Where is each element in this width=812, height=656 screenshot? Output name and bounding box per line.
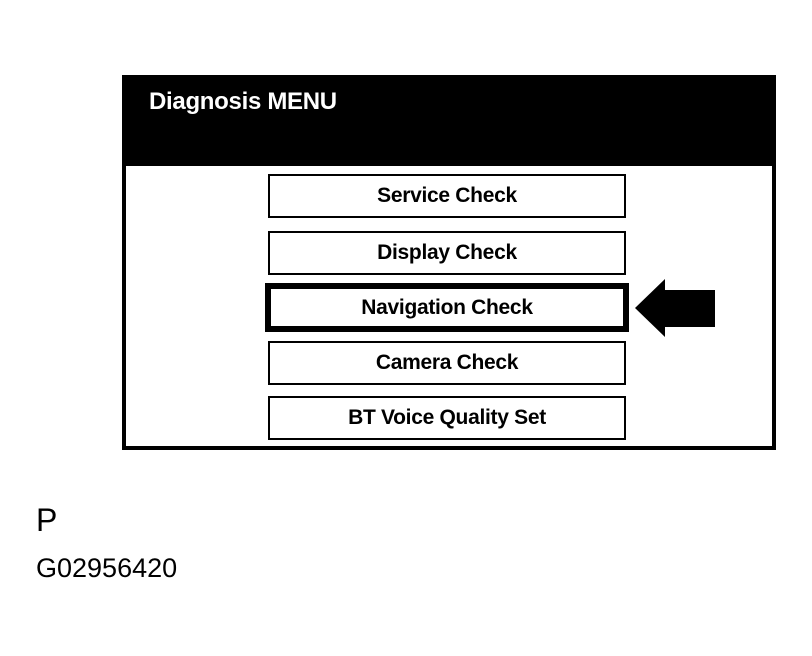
arrow-left-icon: [635, 279, 715, 337]
screen-title: Diagnosis MENU: [149, 88, 337, 115]
button-display-check[interactable]: Display Check: [268, 231, 626, 275]
button-camera-check[interactable]: Camera Check: [268, 341, 626, 385]
figure-panel-label: P: [36, 502, 58, 538]
button-navigation-check[interactable]: Navigation Check: [265, 283, 629, 332]
button-bt-voice-quality-set[interactable]: BT Voice Quality Set: [268, 396, 626, 440]
button-service-check[interactable]: Service Check: [268, 174, 626, 218]
diagnosis-menu-screen: Diagnosis MENU Service Check Display Che…: [122, 75, 776, 450]
screen-header: Diagnosis MENU: [122, 75, 776, 166]
figure-id: G02956420: [36, 553, 178, 583]
